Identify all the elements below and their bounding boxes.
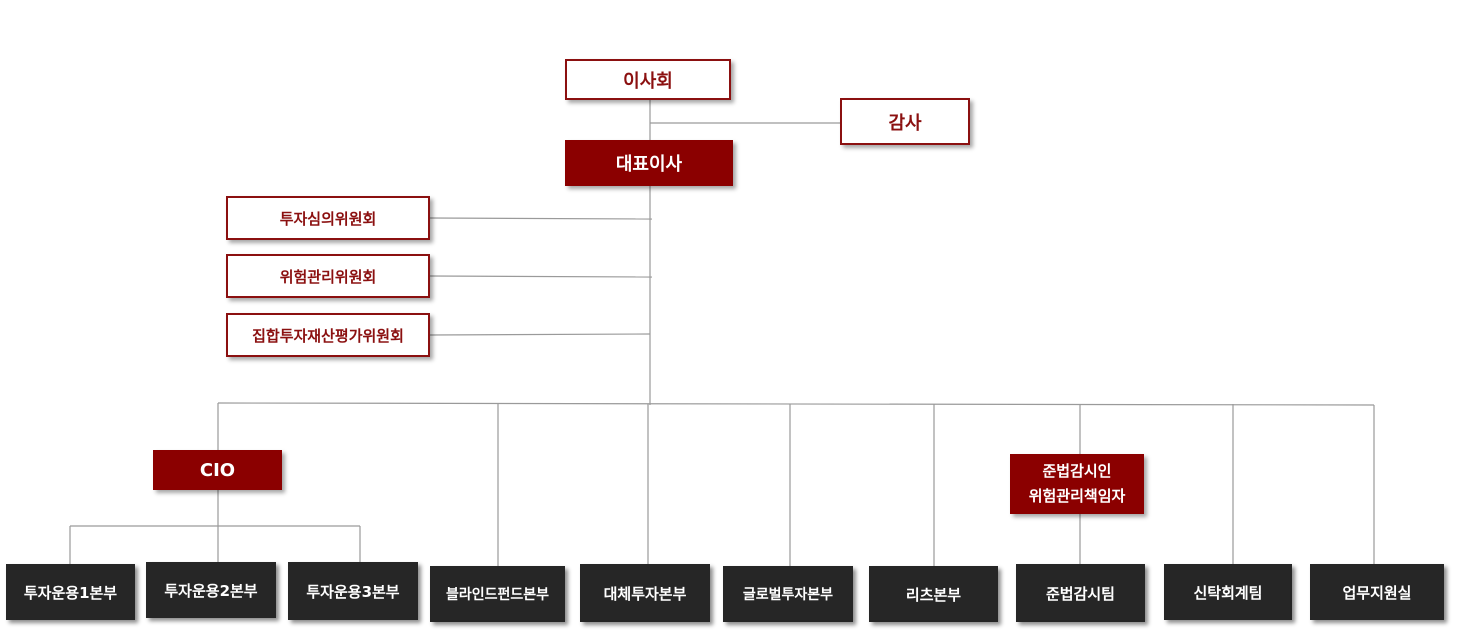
board-label: 이사회 bbox=[623, 70, 673, 92]
division-investment-2: 투자운용2본부 bbox=[146, 562, 276, 618]
compliance-officer-label: 준법감시인 bbox=[1042, 461, 1112, 480]
division-label: 투자운용2본부 bbox=[164, 581, 258, 600]
division-investment-1: 투자운용1본부 bbox=[6, 564, 135, 620]
auditor-box: 감사 bbox=[840, 98, 970, 145]
division-blind-fund: 블라인드펀드본부 bbox=[430, 566, 565, 622]
connector-committee-3 bbox=[429, 333, 651, 336]
division-label: 준법감시팀 bbox=[1045, 584, 1115, 603]
ceo-label: 대표이사 bbox=[615, 154, 683, 175]
division-alternative-investment: 대체투자본부 bbox=[580, 564, 710, 622]
committee-label: 집합투자재산평가위원회 bbox=[252, 326, 404, 345]
ceo-box: 대표이사 bbox=[565, 140, 733, 186]
division-label: 신탁회계팀 bbox=[1193, 583, 1263, 602]
connector-committee-2 bbox=[429, 275, 653, 278]
cio-label: CIO bbox=[199, 459, 236, 481]
committee-risk-management: 위험관리위원회 bbox=[226, 254, 430, 298]
division-label: 블라인드펀드본부 bbox=[445, 587, 550, 603]
cio-box: CIO bbox=[153, 450, 282, 490]
division-label: 리츠본부 bbox=[905, 585, 962, 604]
committee-label: 투자심의위원회 bbox=[279, 209, 377, 228]
division-label: 투자운용1본부 bbox=[23, 583, 118, 602]
connector-committee-1 bbox=[429, 217, 653, 220]
division-label: 대체투자본부 bbox=[603, 584, 687, 603]
division-compliance-team: 준법감시팀 bbox=[1016, 564, 1145, 622]
division-reits: 리츠본부 bbox=[869, 566, 998, 622]
division-label: 글로벌투자본부 bbox=[742, 587, 834, 603]
division-label: 업무지원실 bbox=[1342, 583, 1412, 602]
committee-label: 위험관리위원회 bbox=[279, 267, 377, 286]
committee-asset-valuation: 집합투자재산평가위원회 bbox=[226, 313, 430, 357]
compliance-officer-box: 준법감시인 위험관리책임자 bbox=[1010, 454, 1144, 514]
division-global-investment: 글로벌투자본부 bbox=[723, 566, 853, 622]
division-business-support: 업무지원실 bbox=[1310, 564, 1444, 620]
division-trust-accounting: 신탁회계팀 bbox=[1164, 564, 1292, 620]
committee-investment-review: 투자심의위원회 bbox=[226, 196, 430, 240]
auditor-label: 감사 bbox=[888, 112, 922, 134]
connector-main-bus bbox=[217, 402, 1375, 406]
board-box: 이사회 bbox=[565, 59, 731, 100]
division-label: 투자운용3본부 bbox=[306, 582, 400, 601]
division-investment-3: 투자운용3본부 bbox=[288, 562, 418, 620]
risk-officer-label: 위험관리책임자 bbox=[1028, 487, 1126, 505]
